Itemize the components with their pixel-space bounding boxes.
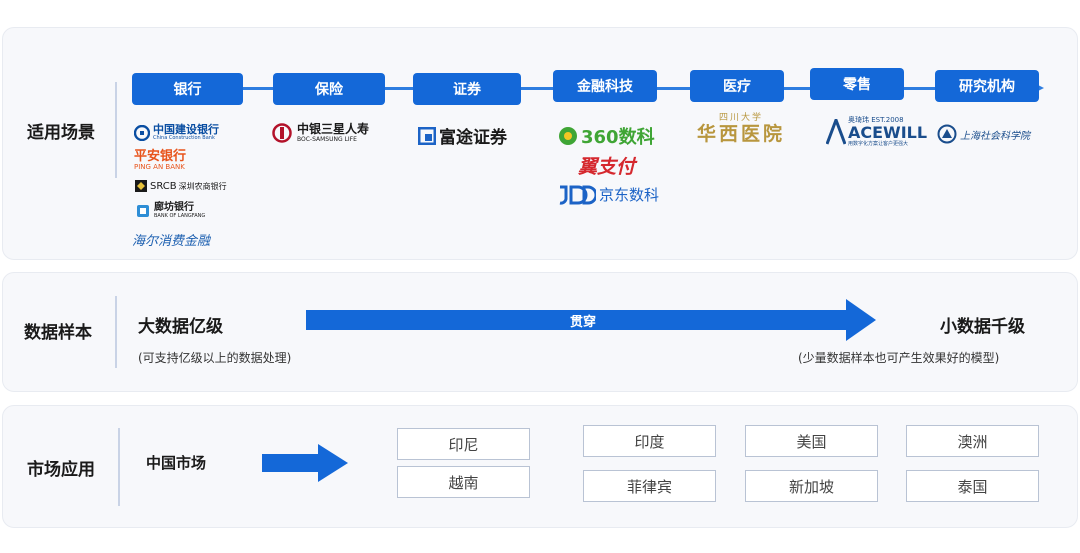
yizhifu-name: 翼支付 xyxy=(578,156,636,178)
langfang-emblem-icon xyxy=(137,205,149,217)
market-philippines: 菲律宾 xyxy=(583,470,716,502)
acewill-name: ACEWILL xyxy=(848,123,928,142)
logo-futu: 富途证券 xyxy=(418,123,507,148)
category-securities: 证券 xyxy=(413,73,521,105)
acewill-emblem-icon xyxy=(826,119,846,145)
right-small-label: (少量数据样本也可产生效果好的模型) xyxy=(798,351,1000,365)
logo-haier: 海尔消费金融 xyxy=(132,230,210,249)
srcb-abbr: SRCB xyxy=(150,180,177,192)
right-big-label: 小数据千级 xyxy=(940,317,1025,337)
market-usa: 美国 xyxy=(745,425,878,457)
acewill-sub: 用数字化方案让客户更强大 xyxy=(848,141,909,147)
left-small-label: (可支持亿级以上的数据处理) xyxy=(138,351,292,365)
category-research: 研究机构 xyxy=(935,70,1039,102)
haier-name: 海尔消费金融 xyxy=(132,234,211,249)
logo-360: 360数科 xyxy=(558,123,655,149)
jd-emblem-icon xyxy=(559,185,596,205)
360-name: 360数科 xyxy=(581,127,655,148)
ccb-en: China Construction Bank xyxy=(153,135,215,141)
futu-emblem-icon xyxy=(418,126,436,145)
acewill-top: 奥琦玮 xyxy=(848,116,869,124)
huaxi-name: 华西医院 xyxy=(697,123,786,145)
shanghai-academy-name: 上海社会科学院 xyxy=(960,130,1030,142)
scenarios-panel xyxy=(2,27,1078,260)
ccb-emblem-icon xyxy=(134,124,150,141)
langfang-en: BANK OF LANGFANG xyxy=(154,213,206,219)
market-india: 印度 xyxy=(583,425,716,457)
jd-name: 京东数科 xyxy=(599,186,660,204)
market-indonesia: 印尼 xyxy=(397,428,530,460)
acewill-est: EST.2008 xyxy=(871,116,904,124)
left-big-label: 大数据亿级 xyxy=(138,317,223,337)
logo-pingan: 平安银行 PING AN BANK xyxy=(134,150,186,171)
futu-name: 富途证券 xyxy=(439,128,507,148)
china-market-label: 中国市场 xyxy=(146,454,207,472)
market-australia: 澳洲 xyxy=(906,425,1039,457)
logo-langfang: 廊坊银行 BANK OF LANGFANG xyxy=(136,203,205,219)
boc-samsung-name: 中银三星人寿 xyxy=(297,122,370,136)
category-medical: 医疗 xyxy=(690,70,784,102)
sichuan-name: 四川大学 xyxy=(719,113,764,123)
sass-emblem-icon xyxy=(937,124,957,144)
section-title-data-sample: 数据样本 xyxy=(24,323,92,343)
category-fintech: 金融科技 xyxy=(553,70,657,102)
divider xyxy=(118,428,120,506)
logo-huaxi: 四川大学 华西医院 xyxy=(697,114,785,144)
logo-boc-samsung: 中银三星人寿 BOC-SAMSUNG LIFE xyxy=(272,123,369,143)
boc-samsung-en: BOC-SAMSUNG LIFE xyxy=(297,136,357,143)
pingan-en: PING AN BANK xyxy=(134,163,185,171)
divider xyxy=(115,82,117,178)
360-emblem-icon xyxy=(559,127,577,145)
ccb-name: 中国建设银行 xyxy=(153,123,219,136)
logo-ccb: 中国建设银行 China Construction Bank xyxy=(134,124,219,141)
market-thailand: 泰国 xyxy=(906,470,1039,502)
through-arrow xyxy=(306,299,876,341)
logo-shanghai-academy: 上海社会科学院 xyxy=(937,124,1030,144)
market-panel xyxy=(2,405,1078,528)
srcb-name: 深圳农商银行 xyxy=(178,181,227,191)
logo-yizhifu: 翼支付 xyxy=(578,152,635,179)
srcb-emblem-icon xyxy=(135,180,147,192)
category-retail: 零售 xyxy=(810,68,904,100)
category-insurance: 保险 xyxy=(273,73,385,105)
market-singapore: 新加坡 xyxy=(745,470,878,502)
category-bank: 银行 xyxy=(132,73,243,105)
data-sample-panel xyxy=(2,272,1078,392)
section-title-market: 市场应用 xyxy=(27,460,95,480)
logo-jd: 京东数科 xyxy=(558,184,659,205)
logo-acewill: 奥琦玮 EST.2008 ACEWILL 用数字化方案让客户更强大 xyxy=(826,117,927,147)
through-label: 贯穿 xyxy=(570,315,597,330)
pingan-name: 平安银行 xyxy=(134,149,187,164)
boc-emblem-icon xyxy=(272,123,292,143)
divider xyxy=(115,296,117,368)
langfang-name: 廊坊银行 xyxy=(154,202,194,213)
section-title-scenarios: 适用场景 xyxy=(27,123,95,143)
market-arrow xyxy=(262,444,348,482)
logo-srcb: SRCB 深圳农商银行 xyxy=(135,180,227,192)
market-vietnam: 越南 xyxy=(397,466,530,498)
